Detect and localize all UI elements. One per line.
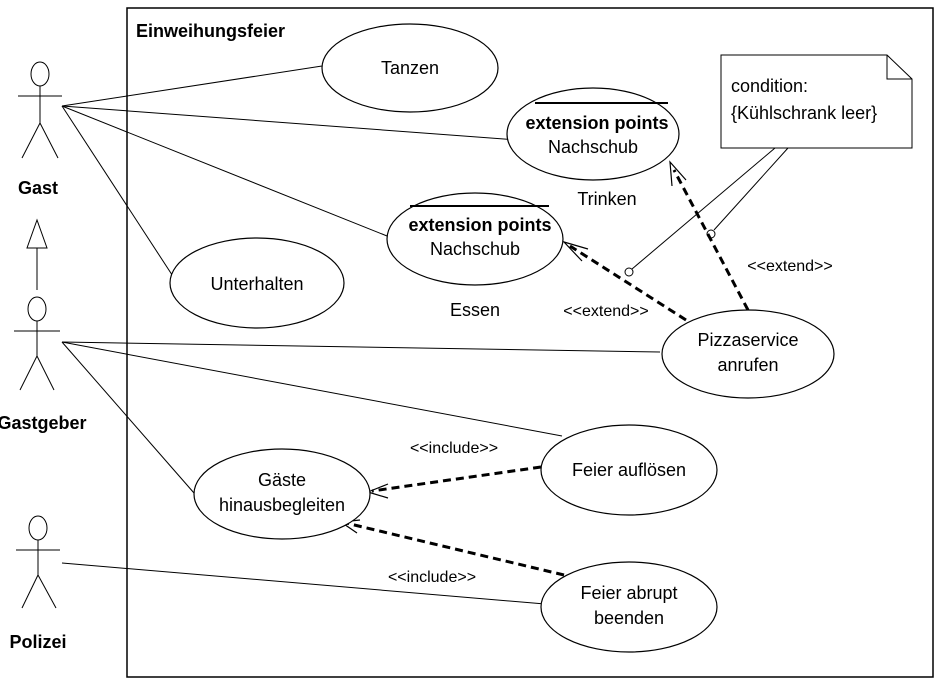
usecase-tanzen	[321, 23, 499, 113]
trinken-ext-header: extension points	[525, 113, 668, 133]
usecase-feier-abrupt-label-2: beenden	[594, 608, 664, 628]
usecase-feier-aufloesen	[540, 424, 718, 516]
generalization-arrow	[26, 218, 48, 290]
actor-gast-label: Gast	[18, 178, 58, 198]
usecase-essen-label: Essen	[450, 300, 500, 320]
essen-ext-point: Nachschub	[430, 239, 520, 259]
actor-gast	[18, 61, 62, 159]
actor-gastgeber	[14, 296, 60, 391]
usecase-pizzaservice	[661, 309, 835, 399]
usecase-gaeste-hinausbegleiten	[193, 448, 371, 540]
extend-label-2: <<extend>>	[563, 303, 648, 320]
usecase-gaeste-label-1: Gäste	[258, 470, 306, 490]
usecase-feier-abrupt-beenden	[540, 561, 718, 653]
include-arrows	[339, 465, 565, 577]
system-title: Einweihungsfeier	[136, 21, 285, 41]
system-boundary	[126, 7, 934, 678]
trinken-ext-point: Nachschub	[548, 137, 638, 157]
usecase-gaeste-label-2: hinausbegleiten	[219, 495, 345, 515]
usecase-trinken	[506, 87, 680, 181]
include-label-2: <<include>>	[388, 569, 476, 586]
actor-polizei-label: Polizei	[9, 632, 66, 652]
associations	[61, 65, 661, 605]
usecase-unterhalten	[169, 237, 345, 329]
usecase-pizzaservice-label-1: Pizzaservice	[697, 330, 798, 350]
include-label-1: <<include>>	[410, 440, 498, 457]
note-line2: {Kühlschrank leer}	[731, 103, 877, 123]
usecase-tanzen-label: Tanzen	[381, 58, 439, 78]
extend-label-1: <<extend>>	[747, 258, 832, 275]
essen-ext-header: extension points	[408, 215, 551, 235]
usecase-trinken-label: Trinken	[577, 189, 636, 209]
usecase-unterhalten-label: Unterhalten	[210, 274, 303, 294]
usecase-pizzaservice-label-2: anrufen	[717, 355, 778, 375]
note-condition	[720, 54, 913, 149]
usecase-feier-abrupt-label-1: Feier abrupt	[580, 583, 677, 603]
actor-polizei	[16, 515, 60, 609]
note-line1: condition:	[731, 76, 808, 96]
extend-arrows	[562, 160, 750, 322]
usecase-feier-aufloesen-label: Feier auflösen	[572, 460, 686, 480]
usecase-essen	[386, 192, 564, 286]
actor-gastgeber-label: Gastgeber	[0, 413, 87, 433]
